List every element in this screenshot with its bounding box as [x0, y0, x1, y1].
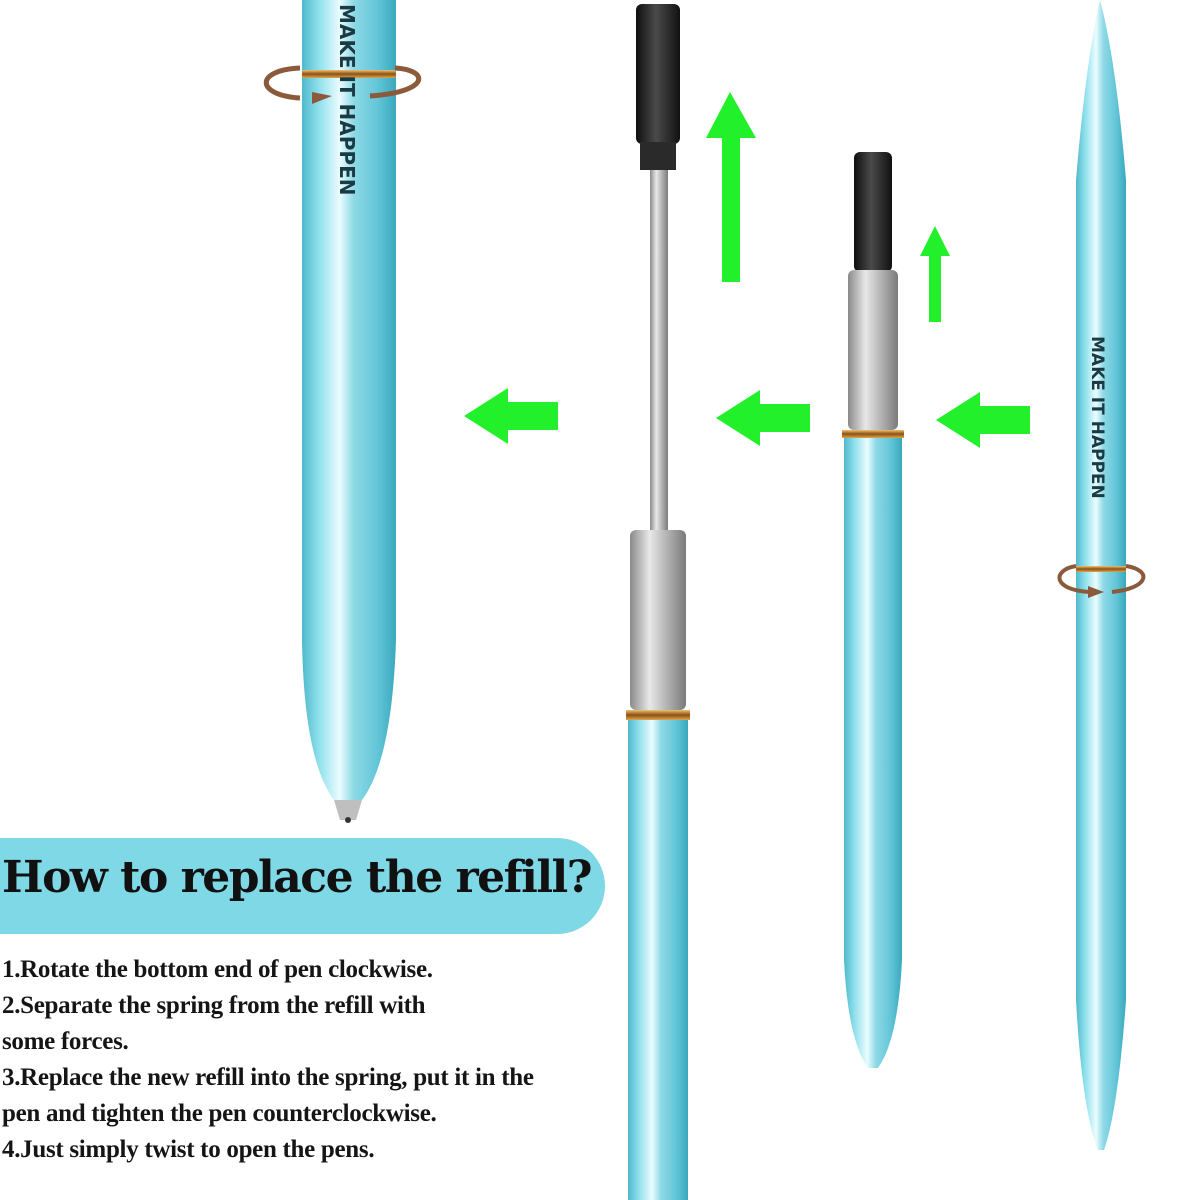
pen-refill-separated [626, 4, 690, 1200]
brand-text: MAKE IT HAPPEN [1087, 336, 1107, 499]
list-item: pen and tighten the pen counterclockwise… [2, 1100, 437, 1127]
arrow-left-icon [464, 388, 558, 444]
list-item: 3.Replace the new refill into the spring… [2, 1064, 534, 1091]
list-item: some forces. [2, 1028, 129, 1055]
list-item: 4.Just simply twist to open the pens. [2, 1136, 375, 1163]
pen-refill-inserted [842, 152, 904, 1068]
brand-text: MAKE IT HAPPEN [335, 4, 359, 195]
list-item: 2.Separate the spring from the refill wi… [2, 992, 426, 1019]
page-title: How to replace the refill? [2, 852, 593, 903]
arrow-up-icon [706, 92, 756, 282]
arrow-left-icon [716, 390, 810, 446]
brand-text-pen1: MAKE IT HAPPEN [335, 4, 359, 195]
pen-lower-half: MAKE IT HAPPEN [302, 0, 396, 823]
title-banner [0, 838, 605, 934]
pen-assembled: MAKE IT HAPPEN [1076, 0, 1126, 1150]
arrow-left-icon [936, 392, 1030, 448]
instruction-list: 1.Rotate the bottom end of pen clockwise… [2, 952, 642, 1168]
rotate-arrow-icon [1057, 564, 1146, 598]
list-item: 1.Rotate the bottom end of pen clockwise… [2, 956, 433, 983]
rotate-arrow-icon [264, 65, 422, 104]
arrow-up-icon [920, 226, 950, 322]
